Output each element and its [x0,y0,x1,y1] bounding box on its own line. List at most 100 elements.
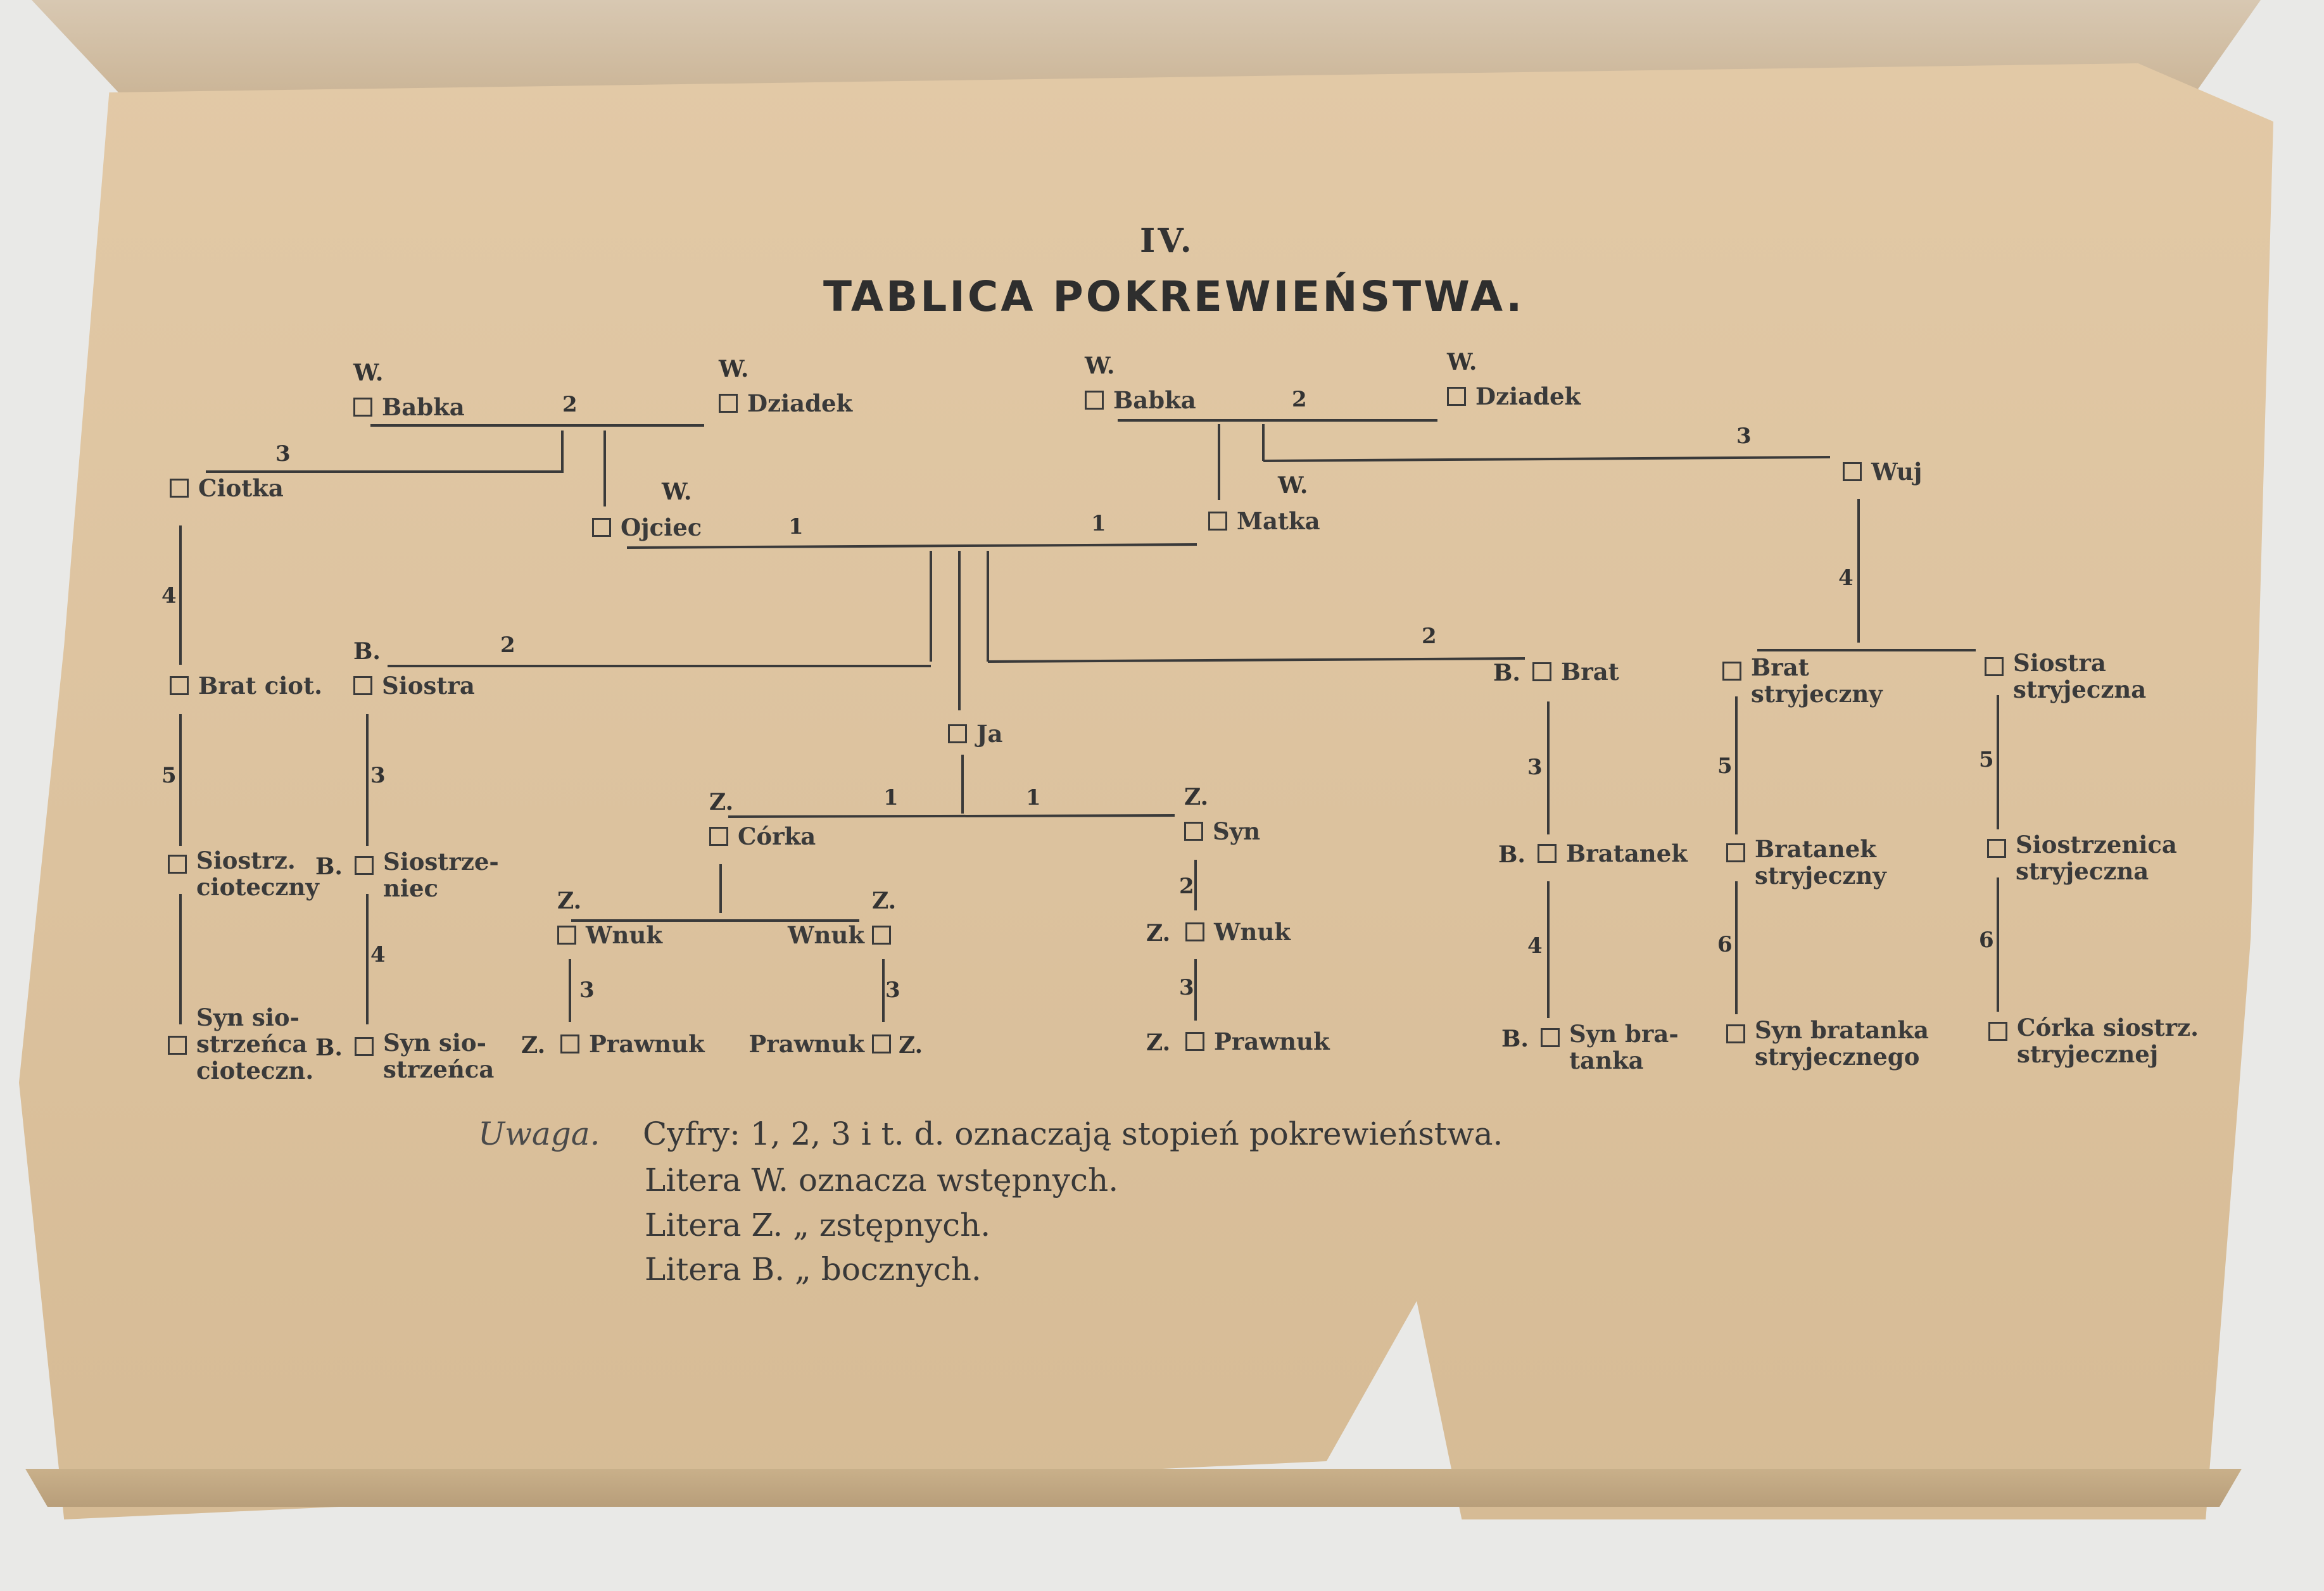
node-mark: B. [1498,841,1525,868]
node-label: Dziadek [747,389,853,417]
note-line-2: Litera W. oznacza wstępnych. [645,1162,1119,1198]
degree-number: 4 [161,583,177,608]
degree-number: 4 [1838,565,1854,591]
node-label: Brat [1561,658,1619,686]
note-line-1: Cyfry: 1, 2, 3 i t. d. oznaczają stopień… [643,1116,1503,1152]
degree-number: 3 [1527,755,1543,780]
node-label: Wnuk [788,921,864,949]
degree-number: 3 [1179,975,1194,1000]
node-label: Bratanek stryjeczny [1755,835,1886,890]
node-mark: W. [1278,472,1308,499]
node-label: Prawnuk [589,1030,705,1058]
node-label: Siostrzenica stryjeczna [2016,831,2177,885]
node-mark: B. [315,853,343,880]
node-label: Siostrze- niec [383,848,499,902]
node-label: Syn bratanka stryjecznego [1755,1016,1929,1071]
node-label: Wnuk [1214,918,1291,946]
degree-number: 6 [1717,932,1733,957]
degree-number: 5 [161,763,177,788]
node-box [557,926,576,945]
degree-number: 5 [1717,753,1733,779]
node-mark: Z. [1146,920,1171,946]
node-mark: Z. [899,1032,923,1059]
note-line-4: Litera B. „ bocznych. [645,1251,982,1288]
node-mark: W. [1085,353,1115,379]
node-mark: Z. [1146,1029,1171,1056]
node-mark: Z. [709,789,734,815]
node-mark: W. [719,356,749,382]
node-mark: Z. [872,888,897,914]
node-label: Dziadek [1475,382,1581,410]
degree-number: 2 [1292,387,1307,412]
page-stack-edge [25,1469,2242,1507]
node-box [1532,662,1551,681]
degree-number: 3 [885,978,900,1003]
node-box [1447,387,1466,406]
book-page [19,63,2273,1519]
node-mark: Z. [1184,784,1209,810]
degree-number: 2 [1422,624,1437,649]
node-label: Syn sio- strzeńca [383,1029,495,1083]
node-box [1722,662,1741,681]
node-label: Babka [1113,386,1196,414]
degree-number: 2 [1179,874,1194,899]
node-box [1541,1028,1560,1047]
node-mark: Z. [521,1032,546,1059]
node-box [560,1034,579,1053]
note-label: Uwaga. [478,1116,600,1152]
node-mark: Z. [557,888,582,914]
connector-line [1263,456,1831,462]
node-label: Córka siostrz. stryjecznej [2017,1014,2199,1068]
node-label: Ciotka [198,474,284,502]
node-mark: B. [1501,1026,1529,1052]
node-box [355,856,374,875]
node-label: Bratanek [1566,840,1688,867]
node-label: Ojciec [621,513,702,541]
node-mark: B. [1493,660,1520,686]
node-mark: B. [315,1034,343,1061]
degree-number: 2 [562,392,578,417]
node-box [1843,462,1862,481]
node-label: Siostrz. cioteczny [196,846,319,901]
node-box [1987,839,2006,858]
node-box [1185,922,1204,941]
degree-number: 1 [1091,511,1106,536]
node-label: Syn [1213,817,1261,845]
node-box [709,827,728,846]
node-box [948,724,967,743]
node-label: Brat ciot. [198,672,322,700]
degree-number: 1 [788,514,804,539]
node-box [1988,1022,2007,1041]
note-line-3: Litera Z. „ zstępnych. [645,1207,991,1243]
connector-line [728,814,1175,818]
page-title: TABLICA POKREWIEŃSTWA. [823,272,1525,321]
node-mark: W. [353,360,384,386]
node-box [1538,844,1557,863]
node-box [1208,512,1227,531]
node-box [872,926,891,945]
degree-number: 1 [1026,785,1041,810]
node-label: Siostra [382,672,475,700]
node-label: Wnuk [586,921,662,949]
connector-line [626,543,1197,549]
degree-number: 3 [275,441,291,467]
node-label: Syn bra- tanka [1569,1020,1679,1074]
node-mark: W. [662,479,692,505]
node-label: Siostra stryjeczna [2013,649,2147,703]
node-box [1726,843,1745,862]
node-label: Babka [382,393,465,421]
degree-number: 6 [1979,928,1994,953]
table-number: IV. [1140,222,1194,260]
node-box [1985,657,2004,676]
node-mark: W. [1447,349,1477,375]
degree-number: 2 [500,632,515,658]
connector-line [987,657,1525,663]
degree-number: 3 [579,978,595,1003]
connector-lines [179,419,1999,1024]
node-label: Matka [1237,507,1320,535]
node-label: Wuj [1871,458,1923,486]
node-box [592,518,611,537]
degree-number: 4 [1527,933,1543,959]
node-box [170,676,189,695]
